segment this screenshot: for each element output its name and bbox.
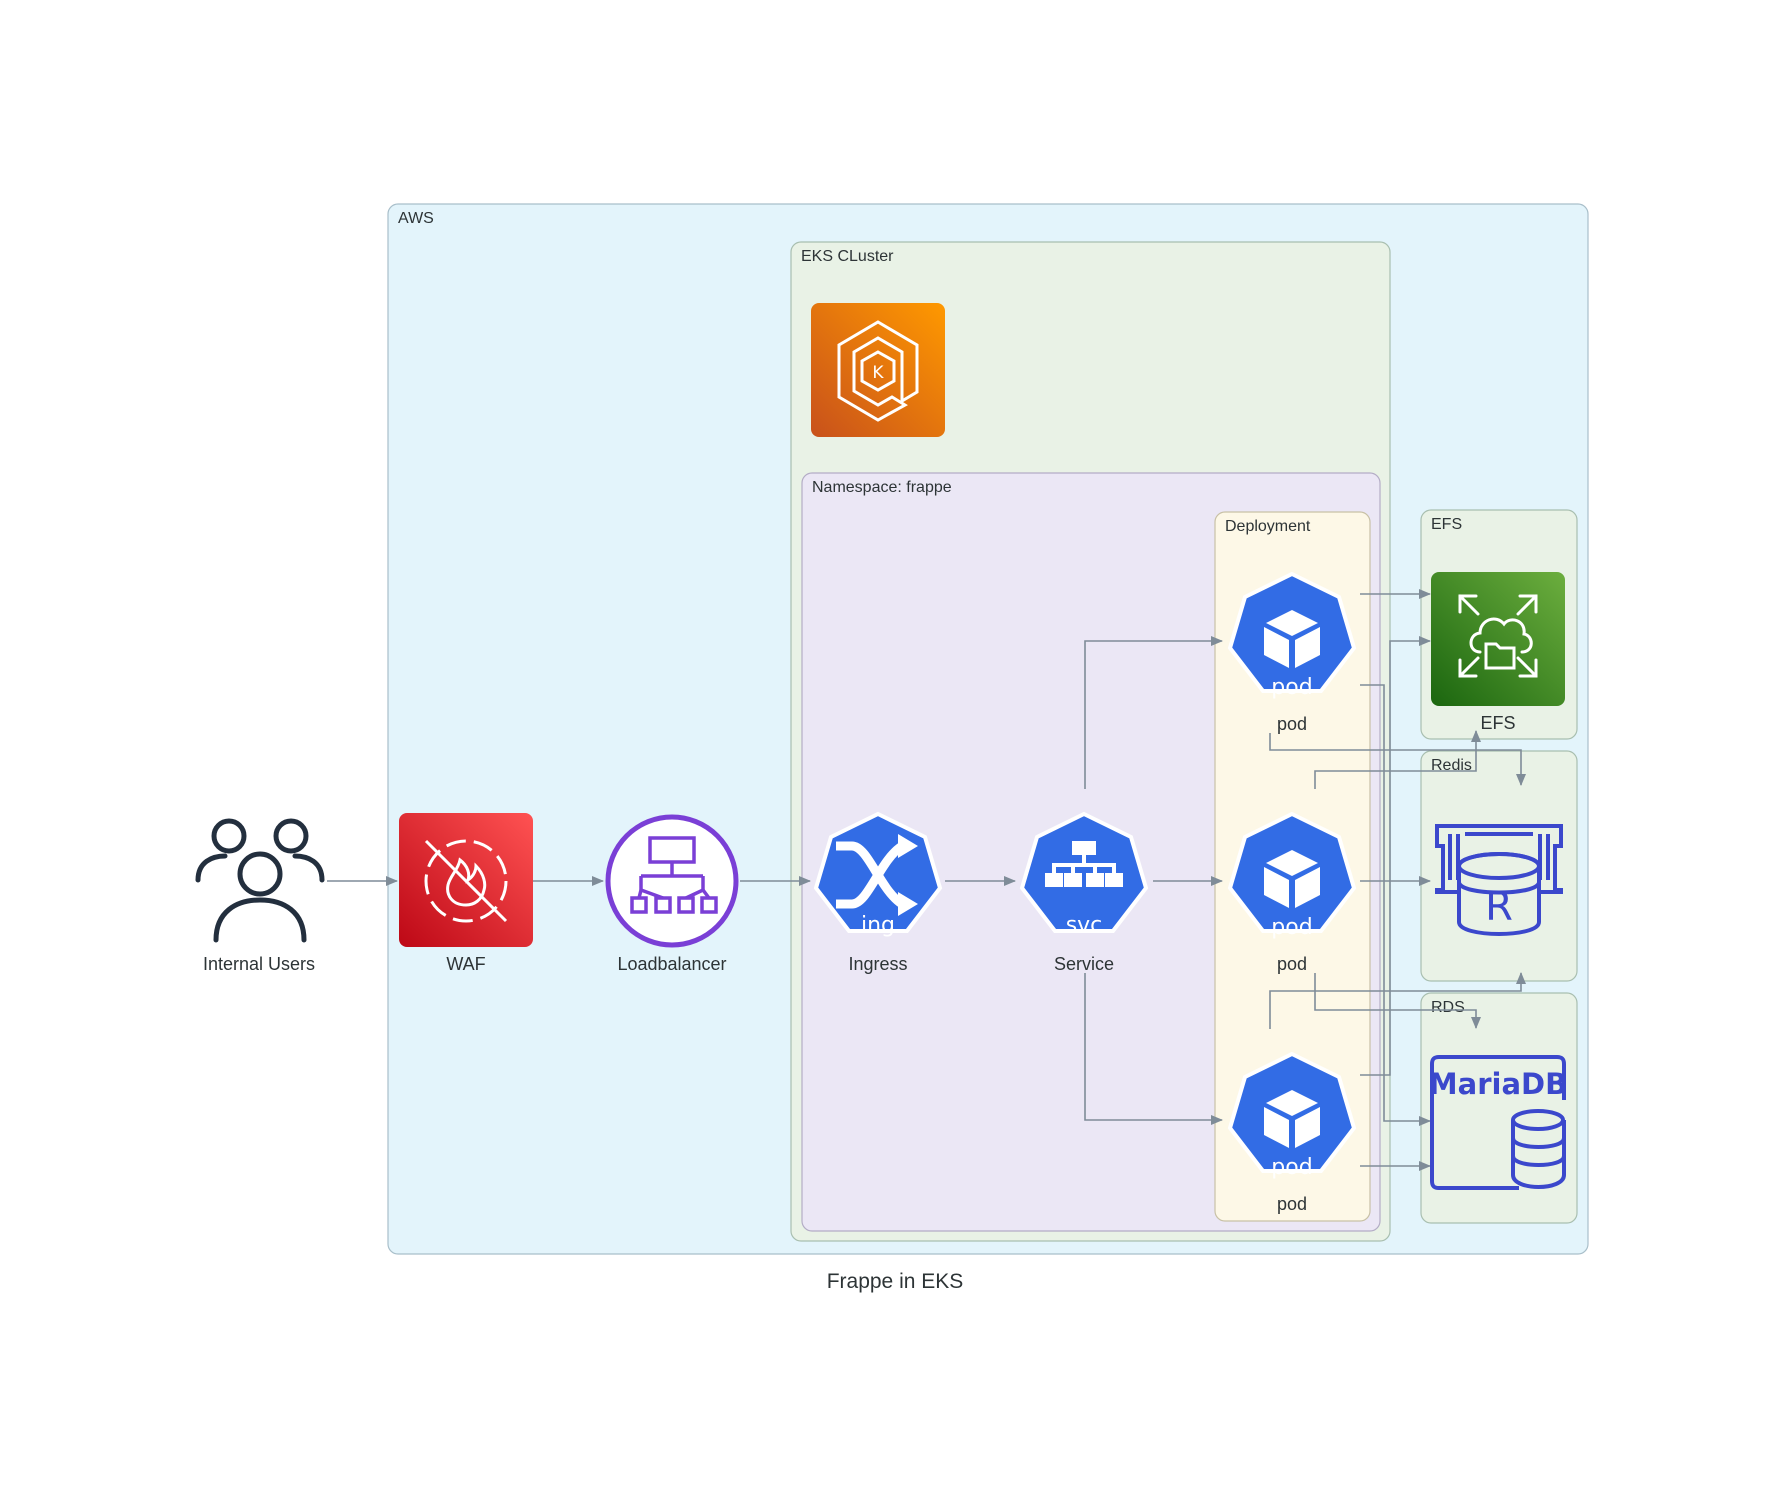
- node-pod-2: pod pod: [1227, 811, 1357, 974]
- node-waf: WAF: [399, 813, 533, 974]
- waf-firewall-icon: [399, 813, 533, 947]
- edge-service-pod3: [1084, 973, 1223, 1125]
- node-internal-users-label: Internal Users: [203, 954, 315, 974]
- redis-icon-letter: R: [1485, 884, 1513, 930]
- edge-pod2-efs: [1314, 730, 1481, 789]
- cluster-aws-label: AWS: [398, 210, 434, 227]
- ingress-icon-text: ing: [861, 913, 895, 938]
- node-pod-1-label: pod: [1277, 714, 1307, 734]
- cluster-deployment-label: Deployment: [1225, 518, 1311, 535]
- node-pod-3-label: pod: [1277, 1194, 1307, 1214]
- node-waf-label: WAF: [446, 954, 485, 974]
- edge-pod3-redis: [1269, 972, 1526, 1029]
- k8s-pod-icon: pod: [1227, 811, 1357, 940]
- k8s-pod-icon: pod: [1227, 1051, 1357, 1180]
- mariadb-icon: MariaDB: [1429, 1055, 1567, 1190]
- node-loadbalancer: Loadbalancer: [605, 814, 739, 974]
- node-mariadb: MariaDB: [1429, 1055, 1567, 1190]
- node-pod-2-label: pod: [1277, 954, 1307, 974]
- service-icon-text: svc: [1066, 913, 1103, 938]
- pod-2-icon-text: pod: [1271, 915, 1312, 940]
- efs-icon: [1431, 572, 1565, 706]
- node-internal-users: Internal Users: [195, 818, 325, 974]
- edge-pod1-rds: [1360, 684, 1431, 1126]
- node-efs-label: EFS: [1480, 713, 1515, 733]
- eks-logo: K: [811, 303, 945, 437]
- k8s-ingress-icon: ing: [813, 811, 943, 938]
- node-service-label: Service: [1054, 954, 1114, 974]
- users-icon: [195, 818, 325, 943]
- mariadb-icon-text: MariaDB: [1429, 1067, 1567, 1101]
- cluster-eks-label: EKS CLuster: [801, 248, 894, 265]
- load-balancer-icon: [605, 814, 739, 948]
- cluster-efs-label: EFS: [1431, 516, 1462, 533]
- edges: [327, 589, 1526, 1171]
- cluster-redis-label: Redis: [1431, 757, 1472, 774]
- node-redis: R: [1435, 824, 1563, 936]
- k8s-pod-icon: pod: [1227, 571, 1357, 700]
- node-ingress: ing Ingress: [813, 811, 943, 974]
- pod-1-icon-text: pod: [1271, 675, 1312, 700]
- cluster-rds-label: RDS: [1431, 999, 1465, 1016]
- k8s-service-icon: svc: [1019, 811, 1149, 938]
- diagram-caption: Frappe in EKS: [827, 1270, 964, 1293]
- node-loadbalancer-label: Loadbalancer: [617, 954, 726, 974]
- edge-pod3-efs: [1360, 636, 1431, 1076]
- node-pod-3: pod pod: [1227, 1051, 1357, 1214]
- edge-service-pod1: [1084, 636, 1223, 789]
- cluster-namespace-label: Namespace: frappe: [812, 479, 952, 496]
- eks-icon-letter: K: [872, 363, 884, 383]
- eks-icon: K: [811, 303, 945, 437]
- node-service: svc Service: [1019, 811, 1149, 974]
- node-ingress-label: Ingress: [848, 954, 907, 974]
- pod-3-icon-text: pod: [1271, 1155, 1312, 1180]
- edge-pod1-redis: [1269, 733, 1526, 786]
- redis-icon: [1435, 824, 1563, 936]
- node-efs: EFS: [1431, 572, 1565, 733]
- node-pod-1: pod pod: [1227, 571, 1357, 734]
